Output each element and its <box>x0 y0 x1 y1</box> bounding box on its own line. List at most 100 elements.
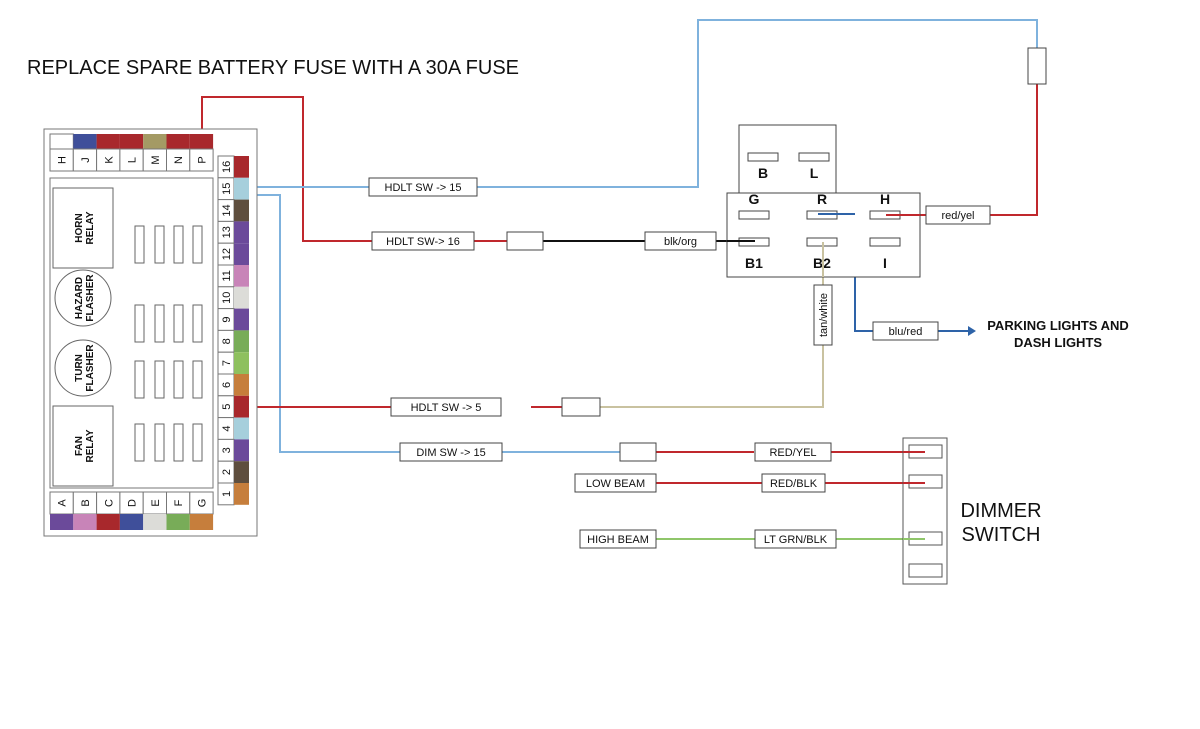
wire-tan-to-b2 <box>600 345 824 408</box>
fuse-label: D <box>127 499 139 507</box>
terminal-l: L <box>798 152 830 181</box>
svg-text:RELAY: RELAY <box>85 211 96 244</box>
fuse-slot <box>134 423 145 462</box>
fuse-label: 16 <box>221 161 233 173</box>
fuse-slot <box>173 423 184 462</box>
svg-text:tan/white: tan/white <box>818 293 830 337</box>
svg-text:FAN: FAN <box>74 436 85 456</box>
fuse-slot <box>173 304 184 343</box>
fuse-slot <box>154 423 165 462</box>
fuse-slot <box>154 225 165 264</box>
fuse-label: P <box>196 156 208 163</box>
fuse-slot <box>192 225 203 264</box>
svg-text:FLASHER: FLASHER <box>85 344 96 392</box>
fuse-bottom-G: G <box>189 491 214 530</box>
fuse-label: 6 <box>221 382 233 388</box>
terminal-b: B <box>747 152 779 181</box>
wire-label-red-blk: RED/BLK <box>761 473 826 493</box>
wire-label-high-beam: HIGH BEAM <box>579 529 657 549</box>
wire-label-lt-grn-blk: LT GRN/BLK <box>754 529 837 549</box>
wire-label-hdlt-sw-16: HDLT SW-> 16 <box>371 231 475 251</box>
fuse-label: A <box>57 499 69 507</box>
fuse-right-16: 16 <box>217 155 249 179</box>
fuse-label: M <box>150 155 162 164</box>
fuse-label: 8 <box>221 338 233 344</box>
svg-text:HDLT SW -> 5: HDLT SW -> 5 <box>411 402 482 414</box>
fuse-right-1: 1 <box>217 482 249 506</box>
fuse-label: J <box>80 157 92 163</box>
fuse-right-7: 7 <box>217 351 249 375</box>
fuse-label: 9 <box>221 316 233 322</box>
fuse-right-2: 2 <box>217 460 249 484</box>
fuse-top-P: P <box>189 134 214 172</box>
dimmer-terminal <box>908 474 943 489</box>
fuse-label: 5 <box>221 404 233 410</box>
dimmer-switch-label-line1: DIMMER <box>960 500 1041 522</box>
wire-label-hdlt-sw-15: HDLT SW -> 15 <box>368 177 478 197</box>
fuse-right-6: 6 <box>217 373 249 397</box>
fuse-right-9: 9 <box>217 308 249 331</box>
fuse-label: N <box>173 156 185 164</box>
fuse-label: C <box>103 499 115 507</box>
svg-text:B: B <box>758 165 768 181</box>
svg-text:I: I <box>883 255 887 271</box>
fuse-label: K <box>103 156 115 164</box>
svg-text:LT GRN/BLK: LT GRN/BLK <box>764 534 828 546</box>
svg-text:red/yel: red/yel <box>941 210 974 222</box>
fuse-label: B <box>80 499 92 506</box>
parking-lights-label-line2: DASH LIGHTS <box>1014 335 1102 350</box>
svg-text:TURN: TURN <box>74 354 85 382</box>
svg-text:HIGH BEAM: HIGH BEAM <box>587 534 649 546</box>
svg-text:RELAY: RELAY <box>85 429 96 462</box>
fuse-bottom-D: D <box>119 491 144 530</box>
wire-lightblue-top-run <box>477 19 1038 188</box>
fuse-label: 10 <box>221 292 233 304</box>
fuse-label: 3 <box>221 447 233 453</box>
fuse-top-J: J <box>72 134 98 172</box>
fuse-label: E <box>150 499 162 506</box>
inline-connector <box>561 397 601 417</box>
fuse-right-11: 11 <box>217 264 249 288</box>
fuse-right-12: 12 <box>217 242 249 266</box>
fuse-slot <box>154 304 165 343</box>
wire-label-blu-red: blu/red <box>872 321 939 341</box>
fuse-bottom-A: A <box>49 491 74 530</box>
wire-label-dim-sw-15: DIM SW -> 15 <box>399 442 503 462</box>
svg-text:RED/BLK: RED/BLK <box>770 478 818 490</box>
fuse-slot <box>173 225 184 264</box>
fuse-right-4: 4 <box>217 417 249 440</box>
fuse-right-13: 13 <box>217 220 249 244</box>
wire-label-tan-white: tan/white <box>813 284 833 346</box>
fuse-slot <box>134 225 145 264</box>
fuse-slot <box>134 360 145 399</box>
fuse-slot <box>192 423 203 462</box>
svg-text:FLASHER: FLASHER <box>85 274 96 322</box>
fuse-bottom-F: F <box>166 491 191 530</box>
svg-text:blu/red: blu/red <box>889 326 923 338</box>
arrow-head-icon <box>968 326 976 336</box>
fuse-right-3: 3 <box>217 438 249 462</box>
svg-text:blk/org: blk/org <box>664 236 697 248</box>
wire-label-boxes: HDLT SW -> 15 HDLT SW-> 16 blk/org red/yel b… <box>368 177 991 549</box>
fuse-right-15: 15 <box>217 177 249 201</box>
svg-text:HDLT SW -> 15: HDLT SW -> 15 <box>385 182 462 194</box>
dimmer-switch-label-line2: SWITCH <box>962 524 1041 546</box>
terminal-g: G <box>738 191 770 220</box>
svg-text:G: G <box>749 191 760 207</box>
fuse-label: 15 <box>221 183 233 195</box>
fuse-label: F <box>173 499 185 506</box>
svg-text:B1: B1 <box>745 255 763 271</box>
dimmer-switch <box>902 437 948 585</box>
svg-text:DIM SW -> 15: DIM SW -> 15 <box>416 447 485 459</box>
fuse-label: 1 <box>221 491 233 497</box>
fuse-label: 2 <box>221 469 233 475</box>
svg-text:RED/YEL: RED/YEL <box>769 447 816 459</box>
fuse-slot <box>134 304 145 343</box>
